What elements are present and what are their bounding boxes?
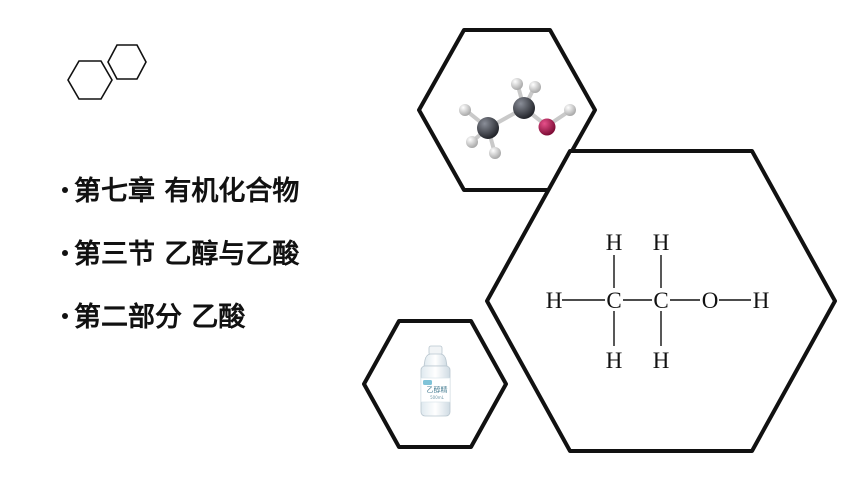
hydrogen-atom bbox=[466, 136, 478, 148]
atom-c1: C bbox=[606, 288, 621, 313]
atom-o: O bbox=[702, 288, 719, 313]
outline-item-chapter: 第七章 有机化合物 bbox=[62, 170, 299, 213]
formula-hexagon-frame bbox=[485, 149, 837, 453]
carbon-atom bbox=[477, 117, 499, 139]
hydrogen-atom bbox=[511, 78, 523, 90]
hydrogen-atom bbox=[489, 147, 501, 159]
atom-c2: C bbox=[653, 288, 668, 313]
molecule-hexagon-frame bbox=[417, 28, 597, 192]
alcohol-bottle-image: 乙醇精 500mL bbox=[420, 345, 451, 417]
oxygen-atom bbox=[538, 118, 556, 136]
outline-item-section: 第三节 乙醇与乙酸 bbox=[62, 233, 299, 276]
bottle-label-text: 乙醇精 bbox=[427, 385, 448, 394]
hydrogen-atom bbox=[459, 104, 471, 116]
hydrogen-atom bbox=[529, 81, 541, 93]
bullet-dot-icon bbox=[62, 186, 68, 193]
bottle-sublabel-text: 500mL bbox=[430, 395, 445, 400]
outline-item-label: 第七章 有机化合物 bbox=[74, 176, 300, 207]
outline-item-label: 第二部分 乙酸 bbox=[74, 302, 246, 333]
atom-h-left: H bbox=[546, 288, 563, 313]
carbon-atom bbox=[513, 97, 535, 119]
outline-item-part: 第二部分 乙酸 bbox=[62, 296, 299, 339]
atom-h-bottom-2: H bbox=[653, 348, 670, 373]
bullet-dot-icon bbox=[62, 312, 68, 319]
hydrogen-atom bbox=[564, 104, 576, 116]
outline-list: 第七章 有机化合物 第三节 乙醇与乙酸 第二部分 乙酸 bbox=[62, 170, 299, 359]
atom-h-top-2: H bbox=[653, 230, 670, 255]
atom-h-bottom-1: H bbox=[606, 348, 623, 373]
outline-item-label: 第三节 乙醇与乙酸 bbox=[74, 239, 300, 270]
decor-hexagon-icon bbox=[67, 44, 147, 100]
atom-h-top-1: H bbox=[606, 230, 623, 255]
atom-h-right: H bbox=[753, 288, 770, 313]
structural-formula: H H H C C O H H H bbox=[546, 230, 770, 373]
bullet-dot-icon bbox=[62, 249, 68, 256]
ball-and-stick-model bbox=[459, 78, 576, 159]
